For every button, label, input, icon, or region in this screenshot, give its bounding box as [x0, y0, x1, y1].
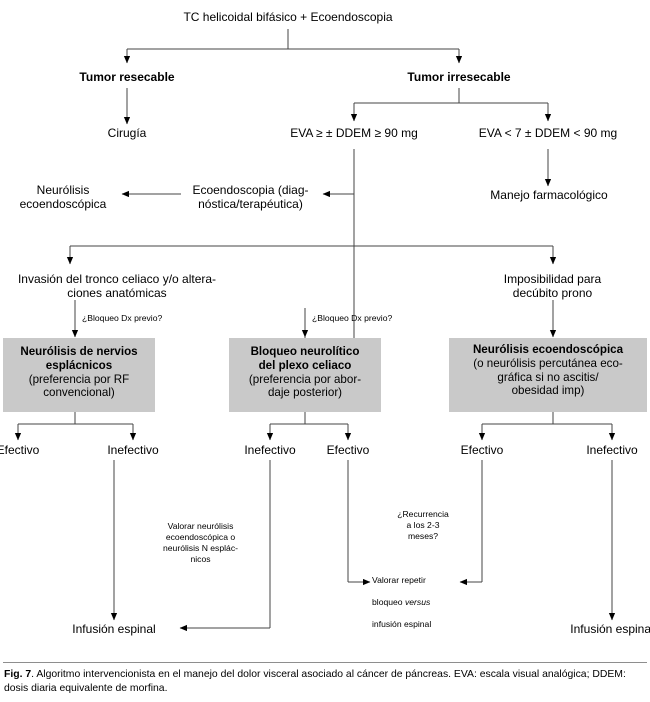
outcome-efectivo-2: Efectivo [326, 443, 370, 457]
outcome-inefectivo-3: Inefectivo [586, 443, 638, 457]
figure-caption: Fig. 7. Algoritmo intervencionista en el… [4, 668, 646, 697]
node-eva-baja: EVA < 7 ± DDEM < 90 mg [478, 126, 618, 140]
caption-body: . Algoritmo intervencionista en el manej… [4, 669, 626, 695]
node-neurolisis-ecoendoscopica-label: Neurólisis ecoendoscópica [19, 183, 107, 212]
node-root: TC helicoidal bifásico + Ecoendoscopia [183, 10, 393, 24]
node-eva-alta: EVA ≥ ± DDEM ≥ 90 mg [290, 126, 418, 140]
note-line-2a: bloqueo [372, 597, 405, 607]
note-valorar-neurolisis: Valorar neurólisis ecoendoscópica o neur… [163, 521, 238, 564]
node-manejo-farmacologico: Manejo farmacológico [490, 188, 608, 202]
terminal-infusion-espinal-right: Infusión espinal [570, 622, 650, 636]
outcome-inefectivo-1: Inefectivo [107, 443, 159, 457]
outcome-inefectivo-2: Inefectivo [244, 443, 296, 457]
note-line-1: Valorar repetir [372, 575, 426, 585]
note-line-3: infusión espinal [372, 619, 432, 629]
node-cirugia: Cirugía [107, 126, 147, 140]
caption-divider [3, 662, 647, 663]
box-subtext: (o neurólisis percutánea eco- gráfica si… [473, 356, 623, 398]
box-subtext: (preferencia por RF convencional) [28, 372, 130, 400]
caption-figure-number: Fig. 7 [4, 669, 32, 680]
box-heading: Neurólisis ecoendoscópica [472, 343, 624, 356]
outcome-efectivo-3: Efectivo [460, 443, 504, 457]
node-invasion-tronco-celiaco: Invasión del tronco celiaco y/o altera- … [17, 272, 217, 301]
box-bloqueo-neurolitico-plexo-celiaco[interactable]: Bloqueo neurolítico del plexo celiaco (p… [229, 338, 381, 412]
edge-label-bloqueo-dx-previo-mid: ¿Bloqueo Dx previo? [312, 313, 393, 323]
edge-label-bloqueo-dx-previo-left: ¿Bloqueo Dx previo? [82, 313, 163, 323]
box-neurolisis-nervios-esplacnicos[interactable]: Neurólisis de nervios esplácnicos (prefe… [3, 338, 155, 412]
outcome-efectivo-1: Efectivo [0, 443, 40, 457]
note-valorar-repetir: Valorar repetir bloqueo versus infusión … [372, 564, 467, 630]
node-tumor-irresecable: Tumor irresecable [407, 70, 511, 84]
box-subtext: (preferencia por abor- daje posterior) [248, 372, 362, 400]
terminal-infusion-espinal-left: Infusión espinal [72, 622, 156, 636]
note-recurrencia: ¿Recurrencia a los 2-3 meses? [397, 509, 449, 541]
note-line-2b-versus: versus [404, 597, 431, 607]
node-tumor-resecable: Tumor resecable [79, 70, 175, 84]
node-ecoendoscopia-diagnostica: Ecoendoscopia (diag- nóstica/terapéutica… [192, 183, 309, 212]
box-neurolisis-ecoendoscopica[interactable]: Neurólisis ecoendoscópica (o neurólisis … [449, 338, 647, 412]
node-imposibilidad-decubito-prono: Imposibilidad para decúbito prono [503, 272, 602, 301]
box-heading: Bloqueo neurolítico del plexo celiaco [250, 345, 360, 372]
box-heading: Neurólisis de nervios esplácnicos [20, 345, 138, 372]
